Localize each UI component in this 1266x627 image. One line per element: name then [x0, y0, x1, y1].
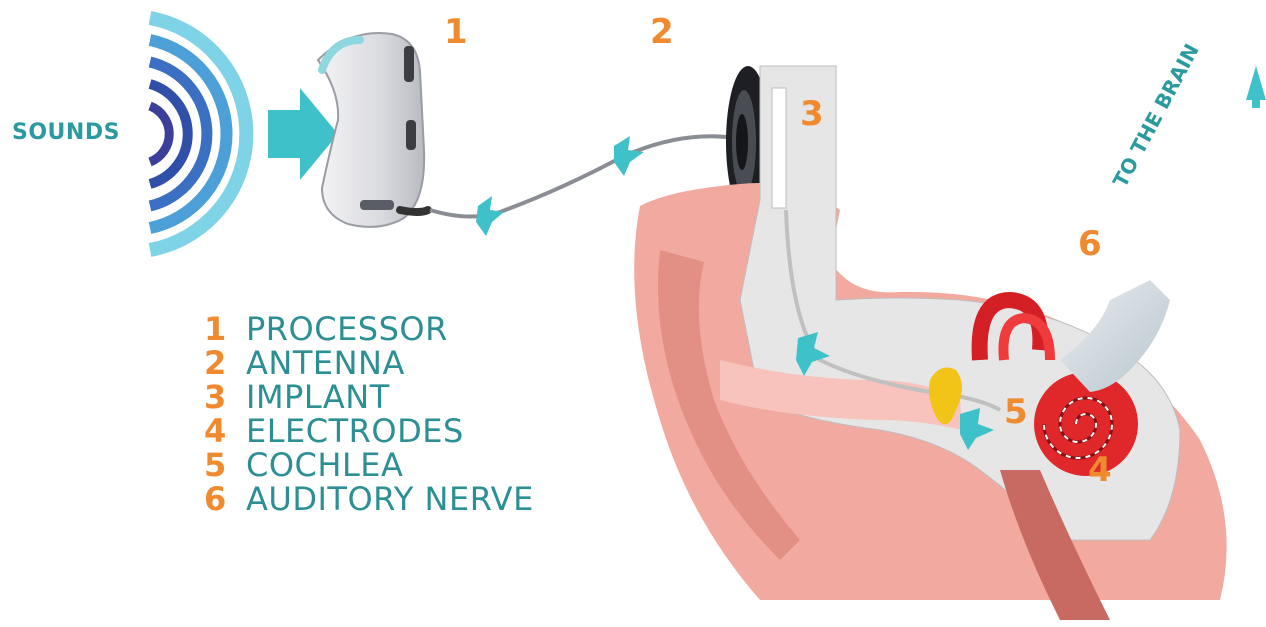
legend-number: 2	[204, 346, 246, 380]
processor-device	[318, 33, 428, 227]
legend-number: 4	[204, 414, 246, 448]
legend-number: 6	[204, 482, 246, 516]
legend-label: IMPLANT	[246, 380, 390, 414]
legend-label: AUDITORY NERVE	[246, 482, 534, 516]
legend-item: 1 PROCESSOR	[204, 312, 534, 346]
callout-electrodes: 4	[1088, 450, 1112, 490]
callout-cochlea: 5	[1004, 392, 1028, 432]
legend-label: PROCESSOR	[246, 312, 448, 346]
sounds-label: SOUNDS	[12, 120, 120, 145]
legend-item: 2 ANTENNA	[204, 346, 534, 380]
callout-auditory-nerve: 6	[1078, 224, 1102, 264]
legend-number: 3	[204, 380, 246, 414]
sound-wave-ring	[150, 106, 169, 162]
legend-item: 3 IMPLANT	[204, 380, 534, 414]
callout-implant: 3	[800, 94, 824, 134]
legend: 1 PROCESSOR 2 ANTENNA 3 IMPLANT 4 ELECTR…	[204, 312, 534, 516]
legend-label: COCHLEA	[246, 448, 403, 482]
legend-number: 5	[204, 448, 246, 482]
signal-arrow-icon	[614, 136, 644, 176]
legend-label: ANTENNA	[246, 346, 405, 380]
callout-antenna: 2	[650, 12, 674, 52]
legend-item: 6 AUDITORY NERVE	[204, 482, 534, 516]
signal-arrow-icon	[476, 196, 504, 236]
legend-number: 1	[204, 312, 246, 346]
callout-processor: 1	[444, 12, 468, 52]
legend-item: 4 ELECTRODES	[204, 414, 534, 448]
legend-label: ELECTRODES	[246, 414, 464, 448]
brain-arrow-icon	[1246, 66, 1266, 108]
legend-item: 5 COCHLEA	[204, 448, 534, 482]
sound-waves	[150, 18, 246, 250]
